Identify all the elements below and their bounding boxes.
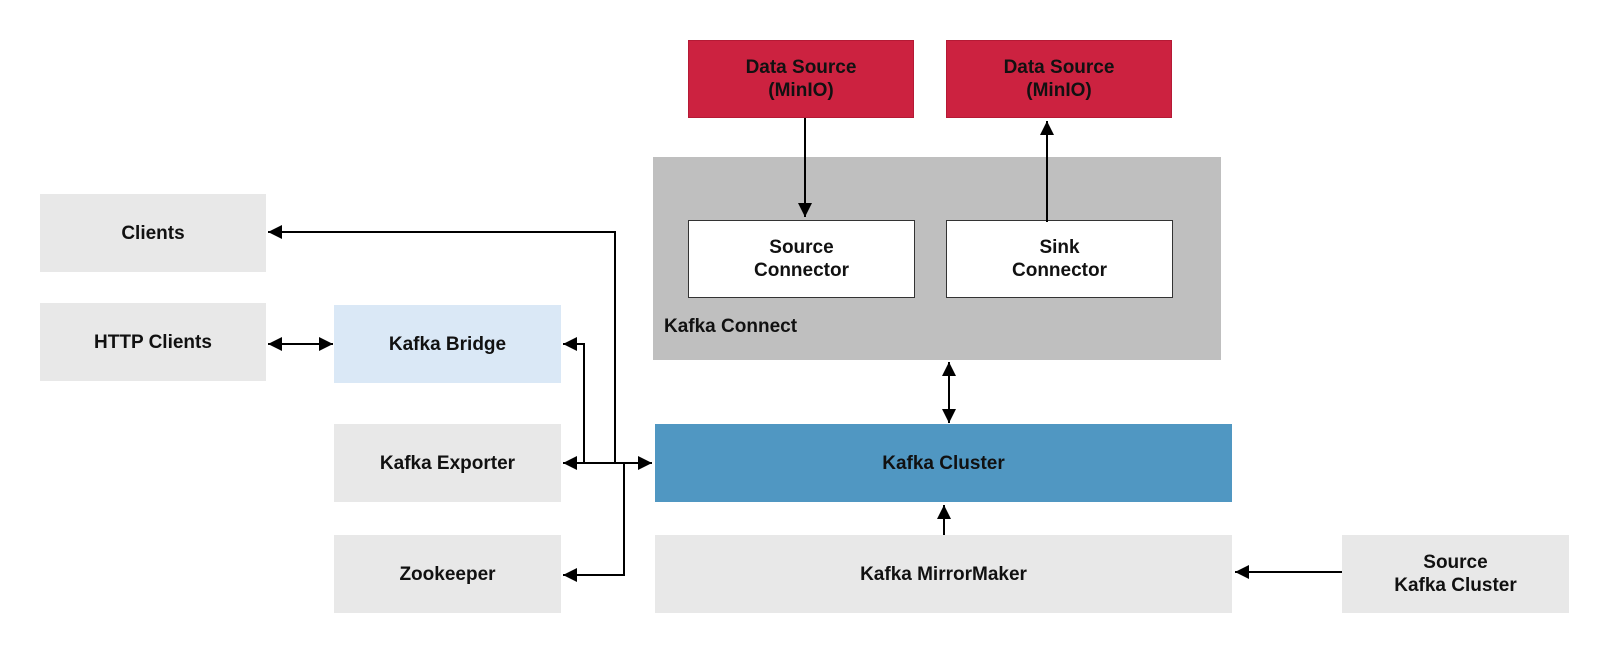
kafka-connect-label: Kafka Connect [664, 316, 798, 337]
zookeeper-node[interactable]: Zookeeper [334, 535, 561, 613]
data-source-left-node[interactable]: Data Source (MinIO) [688, 40, 914, 118]
kafka-cluster-node[interactable]: Kafka Cluster [655, 424, 1232, 502]
data-source-right-node[interactable]: Data Source (MinIO) [946, 40, 1172, 118]
edge-hub-to-bridge [563, 337, 585, 463]
kafka-exporter-node[interactable]: Kafka Exporter [334, 424, 561, 502]
clients-node[interactable]: Clients [40, 194, 266, 272]
source-kafka-cluster-node[interactable]: Source Kafka Cluster [1342, 535, 1569, 613]
edge-hub-to-clients [268, 225, 616, 463]
http-clients-node[interactable]: HTTP Clients [40, 303, 266, 381]
edge-hub-to-zookeeper [563, 463, 625, 582]
kafka-bridge-node[interactable]: Kafka Bridge [334, 305, 561, 383]
kafka-mirrormaker-node[interactable]: Kafka MirrorMaker [655, 535, 1232, 613]
source-connector-node[interactable]: Source Connector [688, 220, 915, 298]
sink-connector-node[interactable]: Sink Connector [946, 220, 1173, 298]
